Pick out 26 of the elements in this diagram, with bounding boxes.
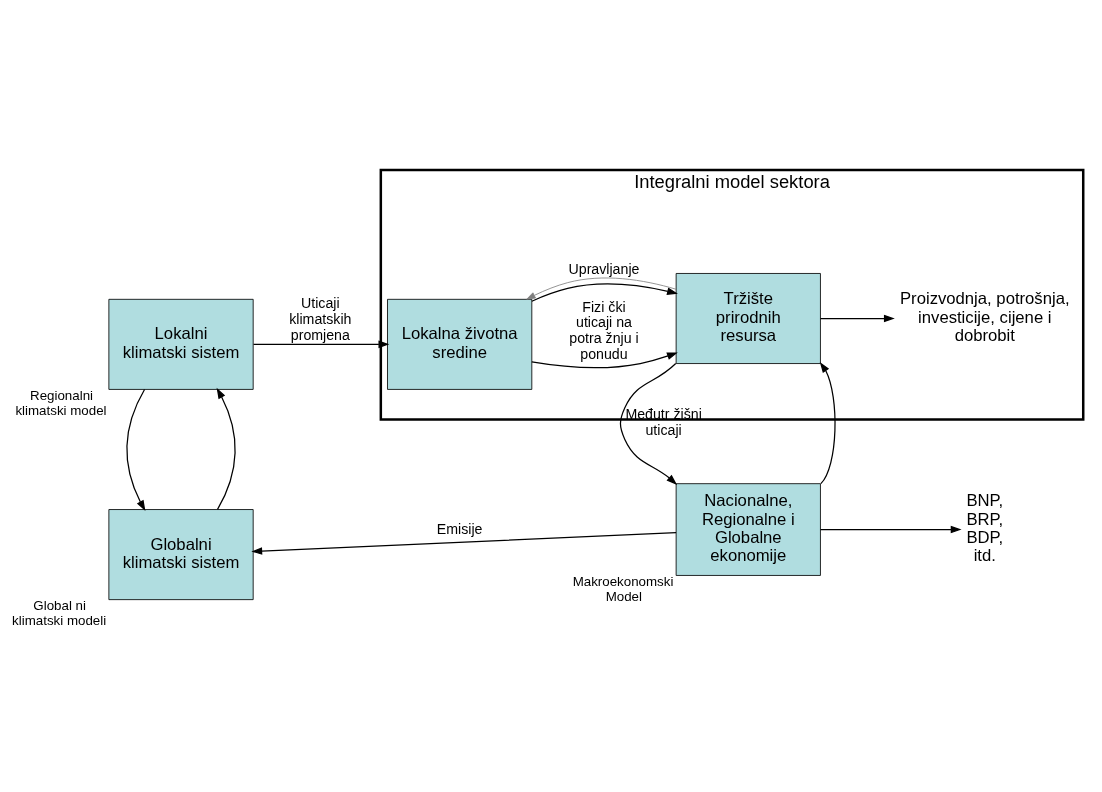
arrow [819, 314, 895, 322]
edge-label: Upravljanje [568, 260, 640, 277]
arrow [819, 525, 962, 533]
node-box: Tržište prirodnih resursa [675, 272, 821, 364]
arrow [251, 531, 677, 555]
node-label: Makroekonomski Model [572, 573, 674, 604]
node-box: Lokalna životna sredine [387, 298, 533, 390]
edge-label: Međutr žišni uticaji [625, 405, 702, 438]
node-label: Global ni klimatski modeli [12, 597, 107, 628]
arrow [531, 282, 678, 302]
arrow [526, 277, 677, 300]
node-text: BNP, BRP, BDP, itd. [966, 490, 1004, 565]
edge-label: Emisije [436, 520, 483, 537]
node-label: Regionalni klimatski model [15, 387, 107, 418]
arrow [216, 387, 236, 510]
arrow [252, 340, 390, 348]
arrow [126, 388, 146, 511]
node-text: Proizvodnja, potrošnja, investicije, cijene i dobrobit [900, 288, 1070, 345]
node-box: Nacionalne, Regionalne i Globalne ekonomije [675, 482, 821, 576]
node-box: Globalni klimatski sistem [108, 508, 254, 600]
node-box: Lokalni klimatski sistem [108, 298, 254, 390]
arrow [531, 351, 678, 368]
edge-label: Fizi čki uticaji na potra žnju i ponudu [569, 297, 639, 362]
edge-label: Uticaji klimatskih promjena [289, 294, 352, 343]
arrow [619, 362, 678, 485]
arrow [819, 361, 836, 484]
